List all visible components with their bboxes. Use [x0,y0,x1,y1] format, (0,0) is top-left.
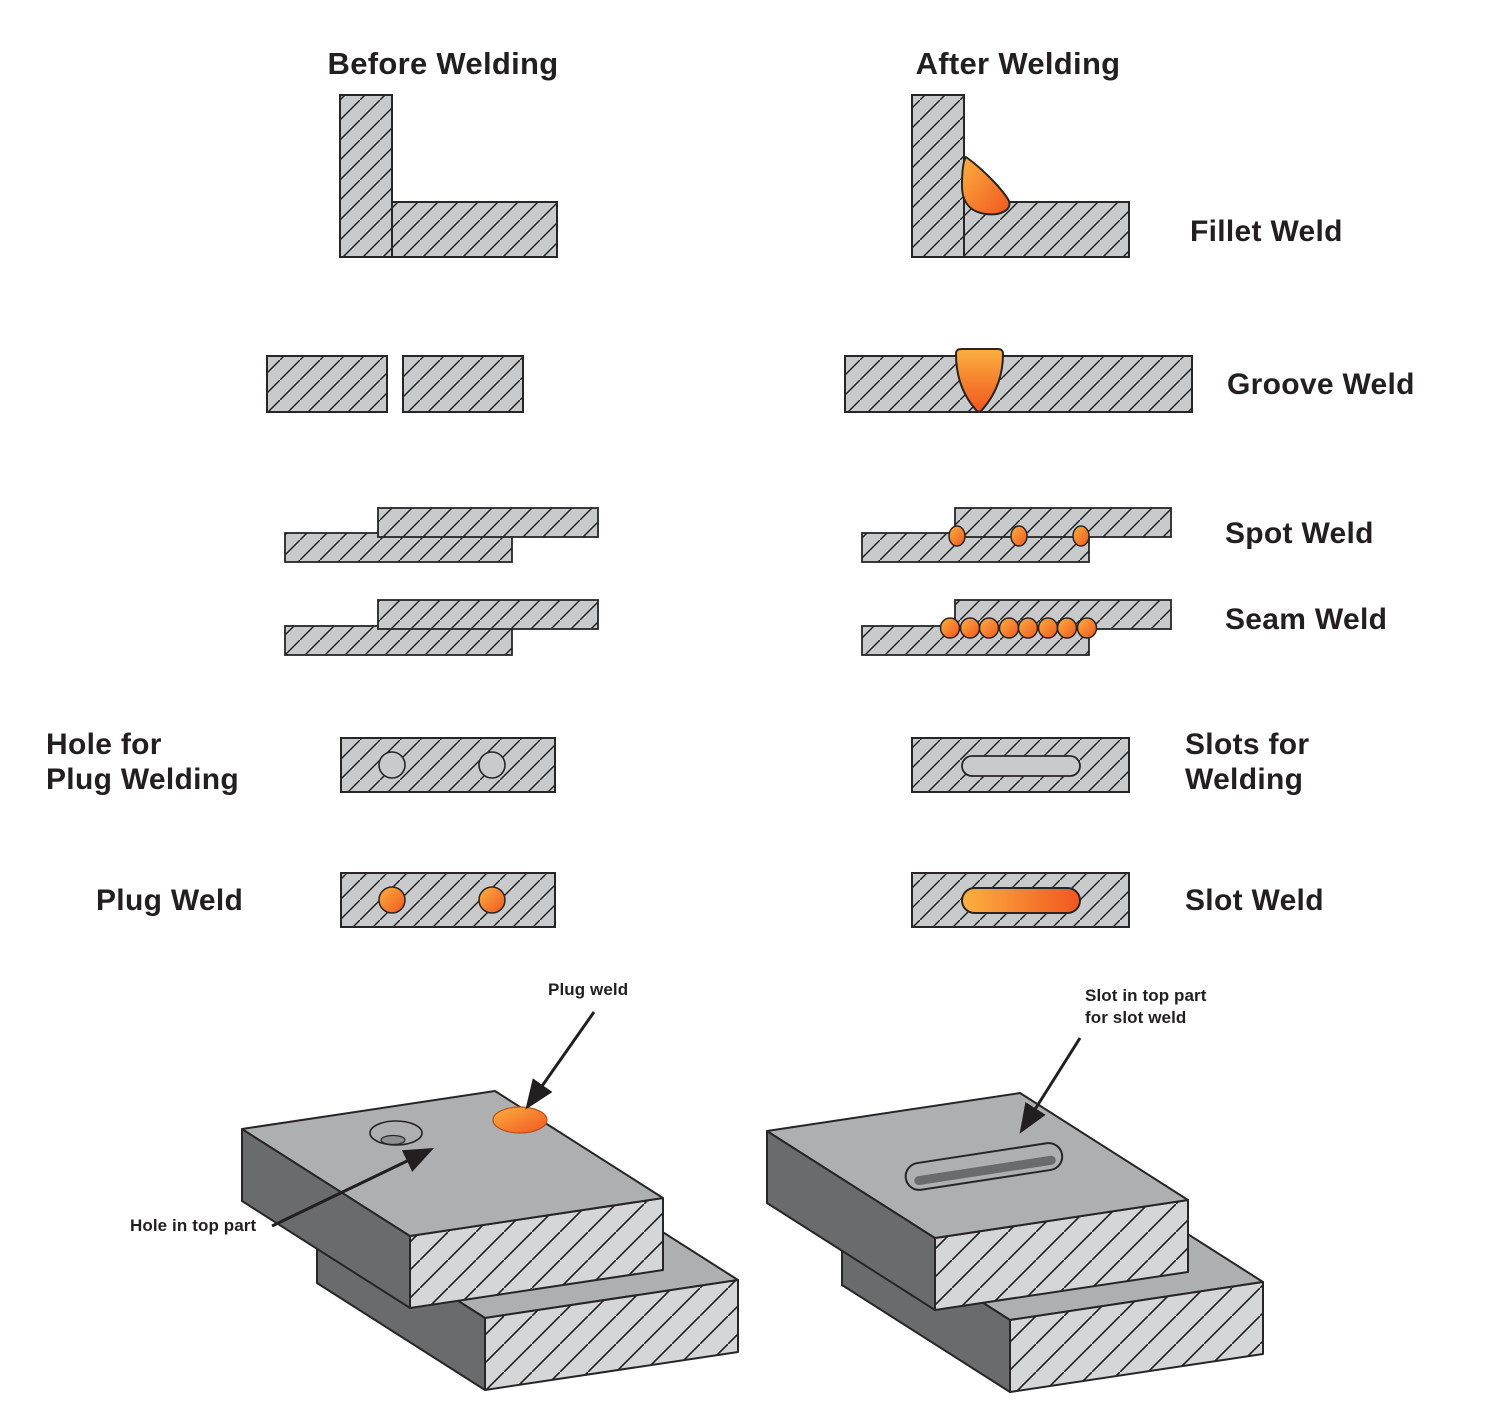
fillet-weld-bead [960,155,1011,216]
groove-weld-bead [954,348,1005,413]
slot-weld-fill [961,887,1081,914]
slot-weld-shape [911,872,1130,928]
plug-hole [478,751,506,779]
spot-after-shape [861,507,1172,563]
seam-after-shape [861,599,1172,656]
slot-in-top-annotation: Slot in top part for slot weld [1085,986,1207,1027]
spot-weld-label: Spot Weld [1225,517,1374,550]
seam-weld-label: Seam Weld [1225,603,1388,636]
slot-weld-3d-figure [766,1092,1264,1393]
plug-hole [378,751,406,779]
seam-before-shape [284,599,599,656]
hole-3d [369,1120,423,1146]
groove-after-shape [844,348,1193,413]
plug-weld-dot [478,886,506,914]
plug-weld-3d [492,1106,548,1134]
after-welding-heading: After Welding [915,46,1121,81]
groove-before-shape [266,355,524,413]
slot-plate-shape [911,737,1130,793]
plug-weld-label: Plug Weld [96,884,244,917]
seam-weld-dots [939,617,1098,639]
slots-for-welding-label: Slots for Welding [1185,728,1310,796]
plug-weld-3d-figure [241,1090,739,1391]
hole-plate-shape [340,737,556,793]
hole-in-top-annotation: Hole in top part [130,1216,257,1235]
fillet-after-shape [911,94,1130,258]
spot-weld-dots [948,525,1090,547]
plug-weld-annotation: Plug weld [548,980,629,999]
spot-before-shape [284,507,599,563]
fillet-before-shape [339,94,558,258]
plug-weld-dot [378,886,406,914]
slot-arrow [1019,1037,1082,1134]
weld-slot [961,755,1081,777]
hole-arrow [271,1148,435,1228]
slot-weld-label: Slot Weld [1185,884,1324,917]
before-welding-heading: Before Welding [327,46,559,81]
plug-weld-arrow [525,1011,596,1110]
hole-for-plug-welding-label: Hole for Plug Welding [46,728,240,796]
groove-weld-label: Groove Weld [1227,368,1415,401]
fillet-weld-label: Fillet Weld [1190,215,1343,248]
plug-weld-shape [340,872,556,928]
slot-3d [904,1142,1064,1191]
